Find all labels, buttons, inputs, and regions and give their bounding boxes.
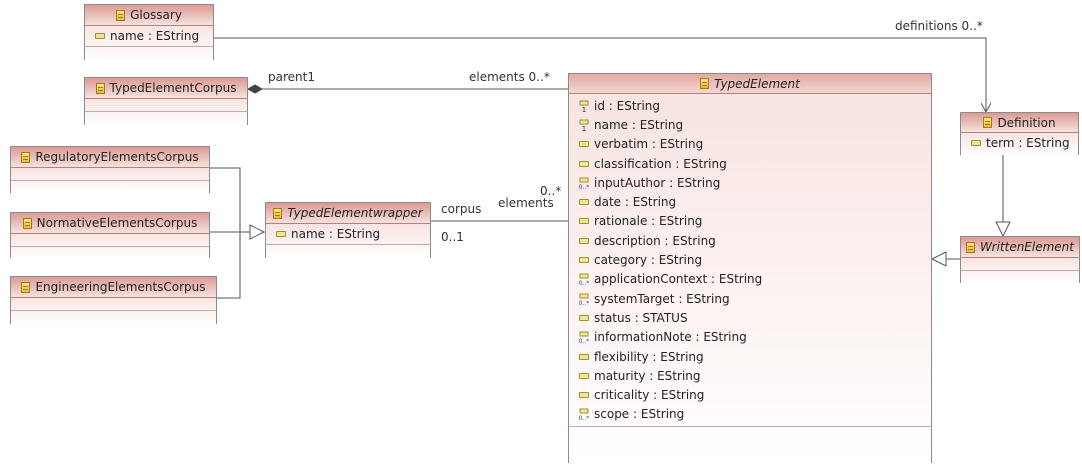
attribute-icon (276, 230, 286, 237)
multi-valued-attribute-icon: 0..* (579, 293, 590, 305)
class-title: RegulatoryElementsCorpus (35, 150, 199, 164)
svg-text:0..*: 0..* (579, 338, 590, 343)
class-title: WrittenElement (979, 240, 1074, 254)
attribute[interactable]: classification : EString (569, 154, 931, 173)
multiplicity-0-1: 0..1 (441, 230, 464, 244)
attribute[interactable]: 0..*inputAuthor : EString (578, 175, 721, 190)
class-typed-elementwrapper[interactable]: TypedElementwrapper name : EString (265, 202, 431, 258)
attribute[interactable]: date : EString (569, 192, 931, 211)
regulatory-generalization[interactable] (210, 167, 241, 232)
class-glossary[interactable]: Glossary name : EString (84, 4, 214, 60)
composition-diamond-icon (246, 84, 264, 94)
class-icon (21, 281, 31, 293)
parent-label: parent1 (268, 70, 315, 84)
attribute[interactable]: description : EString (569, 231, 931, 250)
attribute[interactable]: status : STATUS (569, 308, 931, 327)
class-title: Definition (997, 115, 1056, 130)
class-title: Glossary (130, 8, 182, 22)
attribute[interactable]: 0..*scope : EString (578, 407, 685, 422)
class-icon (21, 151, 31, 163)
attribute[interactable]: 0..*systemTarget : EString (578, 291, 730, 306)
class-regulatory-elements-corpus[interactable]: RegulatoryElementsCorpus (10, 146, 210, 193)
multiplicity-0-many: 0..* (540, 184, 562, 198)
engineering-generalization[interactable] (210, 232, 241, 299)
attribute-icon (579, 314, 589, 321)
attribute[interactable]: rationale : EString (569, 212, 931, 231)
svg-text:1: 1 (582, 125, 586, 131)
generalization-triangle-icon (249, 224, 266, 240)
attribute[interactable]: criticality : EString (569, 385, 931, 404)
multi-valued-attribute-icon: 0..* (579, 273, 590, 285)
class-definition[interactable]: Definition term : EString (960, 112, 1079, 155)
class-title: EngineeringElementsCorpus (35, 280, 206, 294)
class-written-element[interactable]: WrittenElement (960, 236, 1080, 283)
attribute-icon (971, 139, 981, 146)
class-icon (116, 9, 126, 21)
attribute-icon (579, 392, 589, 399)
id-attribute-icon: 1 (579, 119, 589, 131)
class-title: TypedElementCorpus (109, 81, 237, 95)
attribute-icon (579, 199, 589, 206)
attribute-icon (579, 141, 589, 148)
class-icon (95, 82, 105, 94)
attribute-icon (95, 32, 105, 39)
attribute[interactable]: term : EString (961, 133, 1078, 152)
definitions-label: definitions 0..* (895, 19, 983, 33)
class-icon (983, 117, 993, 128)
multi-valued-attribute-icon: 0..* (579, 408, 590, 420)
definition-triangle-icon (995, 221, 1011, 238)
corpus-label: corpus (441, 202, 482, 216)
attribute[interactable]: flexibility : EString (569, 347, 931, 366)
attribute-icon (579, 372, 589, 379)
svg-text:0..*: 0..* (579, 415, 590, 420)
class-title: NormativeElementsCorpus (36, 216, 198, 230)
class-typed-element-corpus[interactable]: TypedElementCorpus (84, 77, 248, 125)
elements-label-top: elements 0..* (469, 70, 550, 84)
definitions-association[interactable] (214, 37, 986, 112)
attribute[interactable]: verbatim : EString (569, 135, 931, 154)
svg-text:0..*: 0..* (579, 300, 590, 305)
class-title: TypedElementwrapper (287, 206, 423, 220)
svg-text:1: 1 (582, 106, 586, 112)
class-icon (273, 207, 283, 219)
multi-valued-attribute-icon: 0..* (579, 331, 590, 343)
attribute[interactable]: name : EString (266, 224, 430, 243)
class-title: TypedElement (714, 76, 800, 91)
written-triangle-icon (930, 251, 947, 267)
class-engineering-elements-corpus[interactable]: EngineeringElementsCorpus (10, 276, 217, 324)
attribute[interactable]: category : EString (569, 250, 931, 269)
attribute[interactable]: 0..*applicationContext : EString (578, 272, 763, 287)
id-attribute-icon: 1 (579, 100, 589, 112)
attribute[interactable]: maturity : EString (569, 366, 931, 385)
class-icon (965, 241, 975, 253)
multi-valued-attribute-icon: 0..* (579, 177, 590, 189)
attribute-icon (579, 237, 589, 244)
attribute-icon (579, 218, 589, 225)
attribute-icon (579, 160, 589, 167)
class-normative-elements-corpus[interactable]: NormativeElementsCorpus (10, 212, 210, 258)
elements-label-mid: elements (498, 196, 554, 210)
class-icon (22, 217, 32, 229)
svg-text:0..*: 0..* (579, 184, 590, 189)
attribute-icon (579, 257, 589, 264)
svg-text:0..*: 0..* (579, 280, 590, 285)
attribute-icon (579, 353, 589, 360)
attribute[interactable]: 0..*informationNote : EString (578, 330, 747, 345)
attribute[interactable]: name : EString (85, 26, 213, 45)
class-icon (700, 78, 710, 89)
